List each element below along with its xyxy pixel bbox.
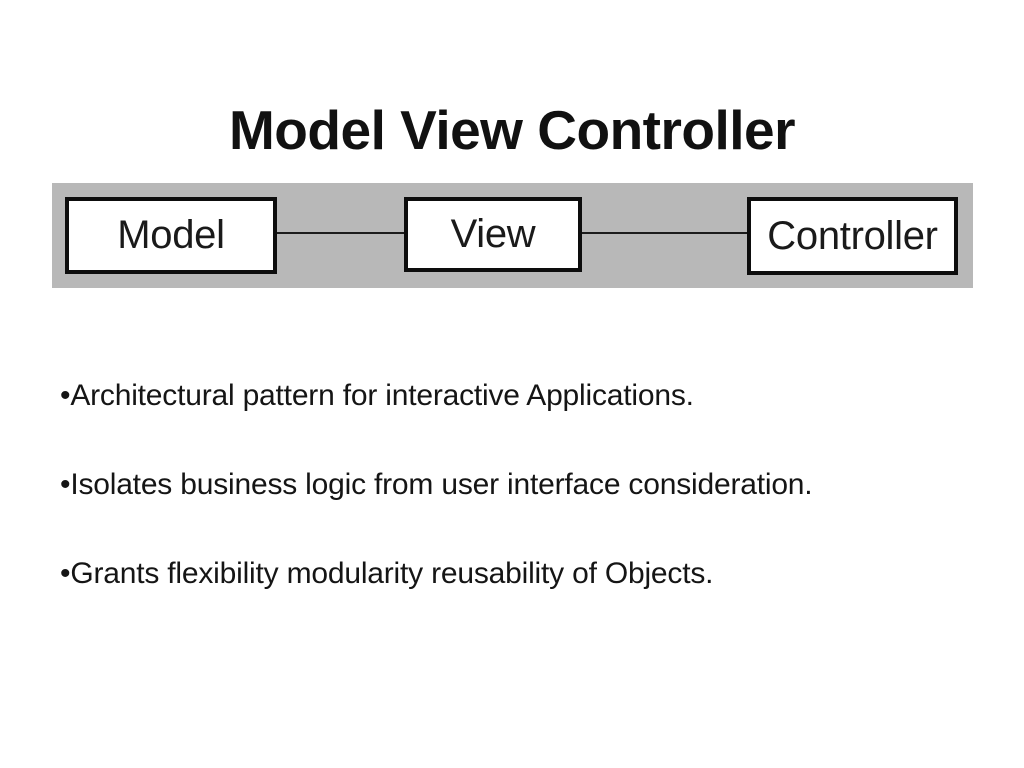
bullet-marker: • bbox=[60, 557, 71, 590]
connector-view-controller bbox=[582, 232, 747, 234]
diagram-node-controller: Controller bbox=[747, 197, 958, 275]
mvc-diagram: Model View Controller bbox=[52, 183, 973, 288]
diagram-node-model-label: Model bbox=[117, 213, 225, 257]
bullet-item: •Isolates business logic from user inter… bbox=[60, 469, 980, 500]
diagram-node-model: Model bbox=[65, 197, 277, 274]
bullet-text: Grants flexibility modularity reusabilit… bbox=[70, 557, 714, 590]
connector-model-view bbox=[277, 232, 404, 234]
diagram-node-controller-label: Controller bbox=[767, 213, 938, 258]
diagram-node-view-label: View bbox=[450, 212, 536, 256]
bullet-item: •Grants flexibility modularity reusabili… bbox=[60, 558, 980, 589]
diagram-node-view: View bbox=[404, 197, 582, 272]
slide-title: Model View Controller bbox=[228, 98, 796, 161]
bullet-list: •Architectural pattern for interactive A… bbox=[60, 380, 980, 647]
bullet-marker: • bbox=[60, 379, 71, 412]
bullet-text: Isolates business logic from user interf… bbox=[70, 468, 813, 501]
bullet-item: •Architectural pattern for interactive A… bbox=[60, 380, 980, 411]
bullet-marker: • bbox=[60, 468, 71, 501]
bullet-text: Architectural pattern for interactive Ap… bbox=[70, 379, 694, 412]
